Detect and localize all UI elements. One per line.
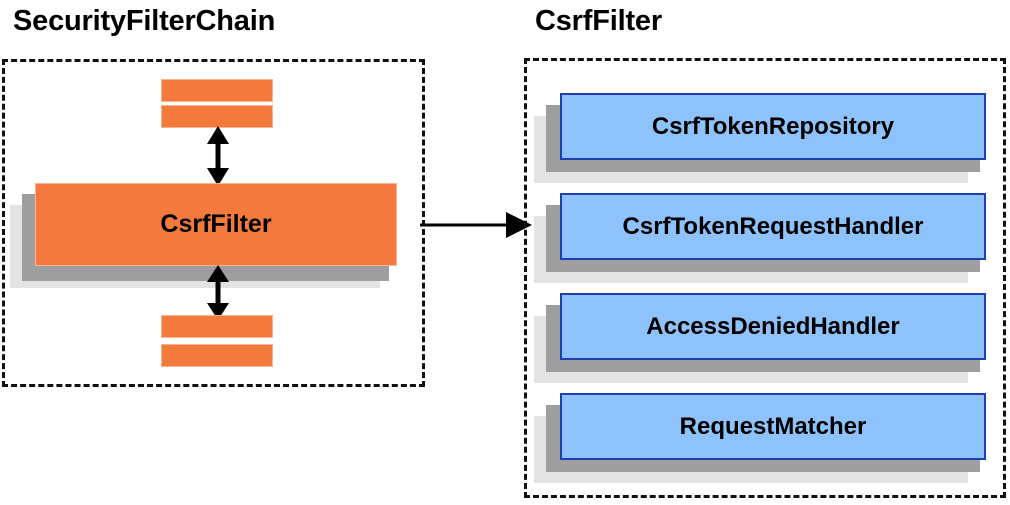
component-card-request-matcher[interactable]: RequestMatcher bbox=[534, 393, 986, 483]
component-card-csrf-token-request-handler[interactable]: CsrfTokenRequestHandler bbox=[534, 193, 986, 283]
csrf-filter-card-label: CsrfFilter bbox=[35, 183, 397, 266]
arrow-bidirectional-above-icon bbox=[207, 126, 229, 186]
component-card-label: RequestMatcher bbox=[560, 393, 986, 460]
component-card-label: AccessDeniedHandler bbox=[560, 293, 986, 360]
csrf-filter-card[interactable]: CsrfFilter bbox=[10, 183, 397, 288]
component-card-access-denied-handler[interactable]: AccessDeniedHandler bbox=[534, 293, 986, 383]
arrow-right-connector-icon bbox=[420, 212, 532, 238]
filter-bar-below-2 bbox=[161, 344, 273, 367]
csrf-filter-container bbox=[524, 58, 1006, 498]
component-card-csrf-token-repository[interactable]: CsrfTokenRepository bbox=[534, 93, 986, 183]
filter-bar-above-1 bbox=[161, 79, 273, 102]
filter-bar-above-2 bbox=[161, 105, 273, 128]
filter-bar-below-1 bbox=[161, 315, 273, 338]
page-title-csrf-filter: CsrfFilter bbox=[535, 5, 662, 37]
security-filter-chain-container bbox=[2, 59, 425, 387]
component-card-label: CsrfTokenRepository bbox=[560, 93, 986, 160]
component-card-label: CsrfTokenRequestHandler bbox=[560, 193, 986, 260]
page-title-security-filter-chain: SecurityFilterChain bbox=[13, 5, 276, 37]
arrow-bidirectional-below-icon bbox=[207, 265, 229, 320]
